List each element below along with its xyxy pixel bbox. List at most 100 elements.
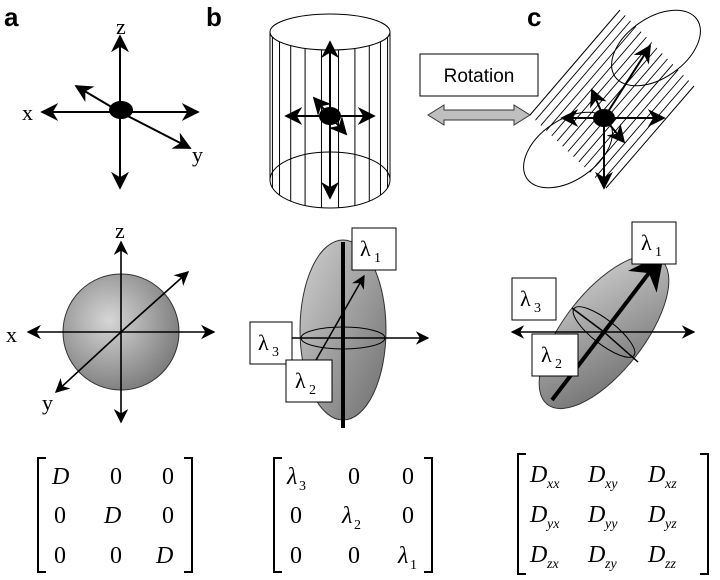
matrix-a-left-bracket [37, 457, 46, 573]
rotation-label: Rotation [444, 66, 515, 87]
matrix-c-cell: D [647, 462, 665, 488]
matrix-b-cell: 0 [402, 503, 414, 529]
matrix-b-cell: 0 [290, 543, 302, 569]
lambda2-box [285, 359, 333, 403]
sphere-neg-y-arrow [120, 271, 190, 333]
molecule-dot [319, 107, 341, 125]
x-label: x [22, 100, 33, 125]
sphere-y-arrow [54, 331, 122, 393]
lambda1-box [631, 221, 677, 265]
cylinder-c-wall-line [545, 25, 637, 131]
panel-letter-c: c [527, 2, 541, 32]
matrix-c-subscript: zz [664, 557, 676, 572]
matrix-b-cell: λ [341, 503, 352, 529]
matrix-a-cell: 0 [162, 464, 174, 490]
lambda1-axis [307, 274, 365, 375]
matrix-c: D xx D xy D xz D yx D yy D yz D zx D zy … [517, 453, 709, 575]
matrix-a-cell: 0 [54, 503, 66, 529]
cylinder-c-wall-line [562, 42, 653, 147]
lambda2-subscript: 2 [309, 383, 316, 398]
lambda1-symbol: λ [641, 230, 652, 255]
lambda1-box-c: λ 1 [631, 221, 677, 265]
lambda3-symbol: λ [258, 330, 269, 355]
lambda2-symbol: λ [541, 342, 552, 367]
matrix-c-subscript: xx [546, 477, 560, 492]
matrix-a: D 0 0 0 D 0 0 0 D [37, 457, 193, 573]
matrix-b: λ 3 0 0 0 λ 2 0 0 0 λ 1 [273, 457, 433, 573]
matrix-b-subscript: 1 [410, 558, 417, 573]
cylinder-c-wall-line [535, 15, 626, 121]
matrix-a-cell: D [155, 543, 173, 569]
matrix-c-cell: D [587, 542, 605, 568]
matrix-c-cell: D [587, 502, 605, 528]
matrix-a-cell: 0 [162, 503, 174, 529]
matrix-c-subscript: yx [545, 517, 560, 532]
matrix-c-subscript: zx [546, 557, 559, 572]
matrix-a-cell: D [51, 464, 69, 490]
matrix-b-left-bracket [273, 457, 282, 573]
y-label: y [192, 142, 203, 167]
matrix-b-cell: 0 [348, 543, 360, 569]
matrix-c-cell: D [529, 542, 547, 568]
matrix-c-cell: D [529, 462, 547, 488]
lambda2-box [531, 333, 579, 377]
molecule-dot [593, 109, 615, 127]
cylinder-c-wall-line [594, 74, 684, 178]
cylinder-c-wall-line [583, 63, 674, 168]
lambda2-box-b: λ 2 [285, 359, 333, 403]
isotropic-sphere-group: z x y [6, 218, 216, 424]
matrix-c-cell: D [647, 502, 665, 528]
matrix-c-cell: D [647, 542, 665, 568]
panel-letter-a: a [4, 2, 19, 32]
matrix-b-subscript: 2 [354, 518, 361, 533]
matrix-c-cell: D [529, 502, 547, 528]
lambda1-box-b: λ 1 [351, 227, 397, 271]
matrix-b-cell: λ [397, 543, 408, 569]
cylinder-c-wall-line [578, 58, 668, 163]
matrix-c-subscript: yz [663, 517, 677, 532]
matrix-b-cell: 0 [402, 464, 414, 490]
double-arrow-icon [427, 104, 531, 126]
axis-system-a-top: z x y [22, 14, 203, 190]
lambda1-subscript: 1 [655, 245, 662, 260]
matrix-b-cell: λ [286, 464, 297, 490]
diffusion-arrows-b [284, 40, 376, 200]
sphere-y-label: y [42, 390, 53, 415]
matrix-c-cell: D [587, 462, 605, 488]
lambda3-axis [571, 307, 605, 333]
matrix-c-right-bracket [700, 453, 709, 575]
lambda1-box [351, 227, 397, 271]
matrix-b-subscript: 3 [299, 479, 306, 494]
diffusion-arrows-c [560, 44, 666, 190]
matrix-b-right-bracket [424, 457, 433, 573]
sphere-x-label: x [6, 322, 17, 347]
cylinder-c-wall-line [573, 53, 663, 158]
lambda3-axis [603, 331, 639, 363]
cylinder-c-wall-line [567, 47, 658, 152]
lambda1-subscript: 1 [374, 251, 381, 266]
y-axis-arrow [119, 111, 192, 149]
molecule-dot [109, 101, 133, 119]
matrix-a-cell: D [103, 503, 121, 529]
matrix-c-subscript: xz [664, 477, 677, 492]
matrix-a-right-bracket [184, 457, 193, 573]
lambda2-symbol: λ [295, 368, 306, 393]
lambda3-box [511, 277, 557, 321]
matrix-c-subscript: xy [604, 477, 618, 492]
cylinder-c-wall-line [540, 20, 631, 126]
matrix-b-cell: 0 [290, 503, 302, 529]
cylinder-c-wall-line [600, 80, 690, 184]
rotation-label-box [419, 53, 539, 97]
lambda3-subscript: 3 [534, 301, 541, 316]
lambda1-symbol: λ [360, 236, 371, 261]
matrix-c-subscript: zy [604, 557, 617, 572]
lambda3-subscript: 3 [272, 345, 279, 360]
lambda2-subscript: 2 [555, 357, 562, 372]
matrix-c-left-bracket [517, 453, 526, 575]
matrix-a-cell: 0 [110, 543, 122, 569]
rotation-indicator: Rotation [419, 53, 539, 126]
z-label: z [116, 14, 126, 39]
matrix-b-cell: 0 [348, 464, 360, 490]
